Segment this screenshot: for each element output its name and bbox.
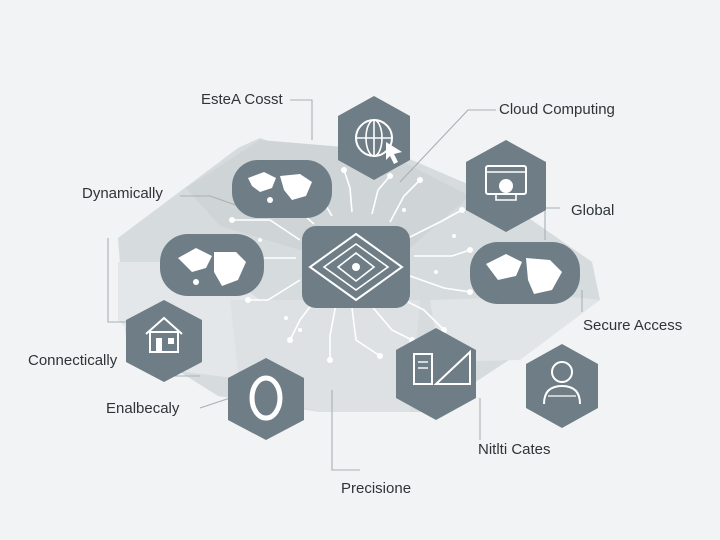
label-top-left: EsteA Cosst (201, 91, 283, 108)
label-global: Global (571, 202, 615, 219)
label-connectically: Connectically (28, 352, 118, 369)
person-icon (526, 344, 598, 428)
house-icon (126, 300, 202, 382)
world-map-icon (232, 160, 332, 218)
label-nitlti-cates: Nitlti Cates (478, 441, 551, 458)
cloud-device-icon (466, 140, 546, 232)
world-map-icon (160, 234, 264, 296)
label-enalbecaly: Enalbecaly (106, 400, 180, 417)
world-map-icon (470, 242, 580, 304)
ring-icon (228, 358, 304, 440)
circuit-hub-icon (302, 226, 410, 308)
document-window-icon (396, 328, 476, 420)
label-cloud-computing: Cloud Computing (499, 101, 615, 118)
label-dynamically: Dynamically (82, 185, 163, 202)
label-precisione: Precisione (341, 480, 412, 497)
label-secure-access: Secure Access (583, 317, 683, 334)
globe-cursor-icon (338, 96, 410, 180)
